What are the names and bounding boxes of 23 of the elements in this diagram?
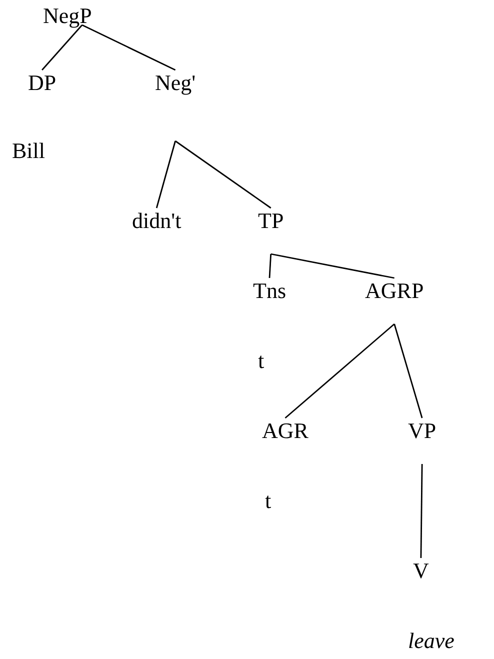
word-label: leave	[408, 628, 454, 654]
category-label: V	[413, 558, 429, 584]
category-label: NegP	[43, 3, 92, 29]
branch-line	[268, 254, 272, 278]
word-label: t	[258, 348, 264, 374]
branch-line	[156, 140, 176, 208]
branch-line	[82, 24, 176, 71]
branch-line	[174, 140, 272, 209]
category-label: Tns	[253, 278, 286, 304]
branch-line	[270, 253, 394, 279]
category-label: AGRP	[365, 278, 424, 304]
category-label: didn't	[132, 208, 182, 234]
branch-line	[42, 24, 83, 70]
word-label: t	[265, 488, 272, 514]
word-label: Bill	[12, 138, 46, 164]
branch-line	[420, 464, 423, 558]
category-label: DP	[28, 70, 56, 96]
category-label: TP	[258, 208, 284, 234]
category-label: AGR	[262, 418, 308, 444]
category-label: Neg'	[155, 70, 196, 96]
category-label: VP	[408, 418, 436, 444]
branch-line	[394, 324, 423, 418]
branch-line	[284, 323, 395, 419]
